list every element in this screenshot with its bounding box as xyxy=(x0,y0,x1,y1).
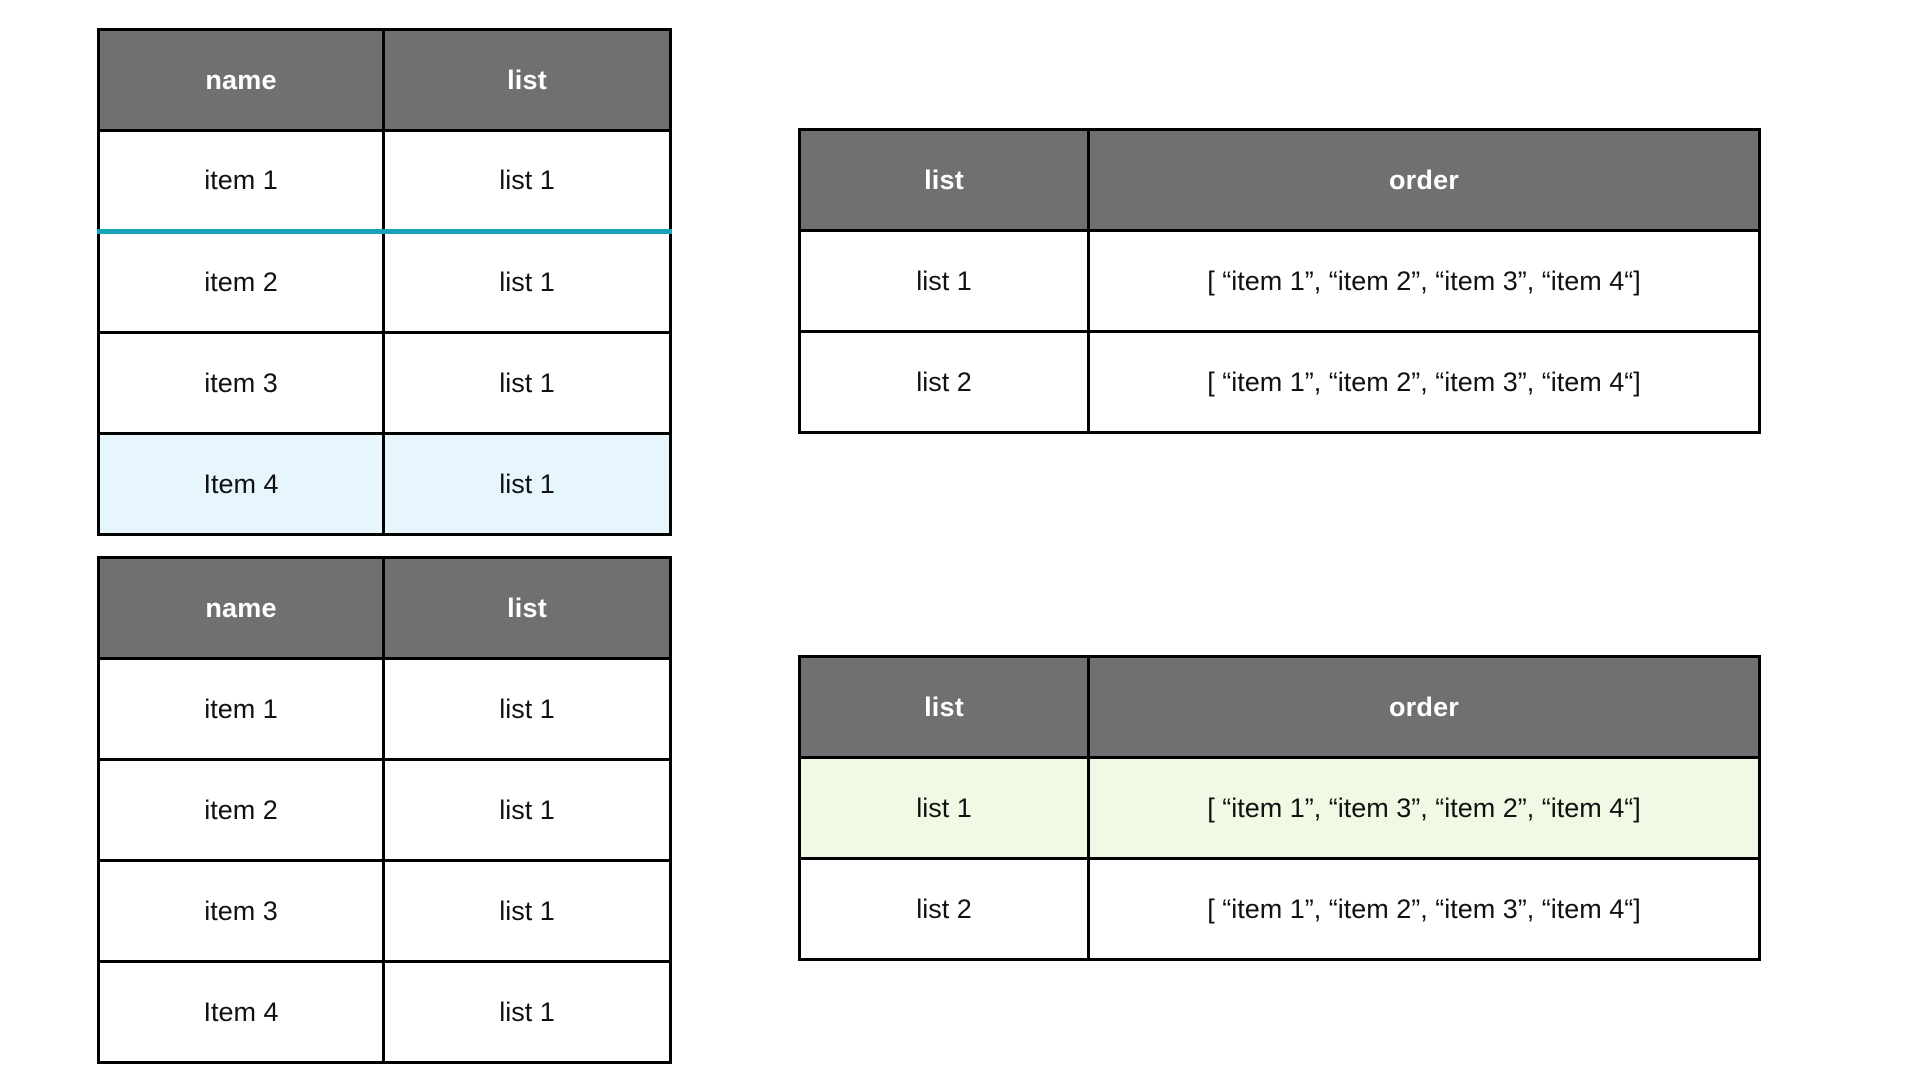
cell-list[interactable]: list 1 xyxy=(798,229,1090,333)
column-header-list[interactable]: list xyxy=(382,28,672,132)
cell-list[interactable]: list 1 xyxy=(382,230,672,334)
items-table-after: name list item 1 list 1 item 2 list 1 it… xyxy=(97,556,672,1064)
column-header-list[interactable]: list xyxy=(382,556,672,660)
column-header-order[interactable]: order xyxy=(1087,128,1761,232)
column-header-name[interactable]: name xyxy=(97,556,385,660)
cell-order[interactable]: [ “item 1”, “item 2”, “item 3”, “item 4“… xyxy=(1087,229,1761,333)
cell-name[interactable]: item 1 xyxy=(97,129,385,234)
cell-list[interactable]: list 1 xyxy=(798,756,1090,860)
cell-list[interactable]: list 1 xyxy=(382,432,672,536)
table-header-row: name list xyxy=(97,28,672,132)
cell-list[interactable]: list 2 xyxy=(798,857,1090,961)
cell-list[interactable]: list 1 xyxy=(382,859,672,963)
table-row[interactable]: list 2 [ “item 1”, “item 2”, “item 3”, “… xyxy=(798,857,1761,961)
cell-name[interactable]: item 1 xyxy=(97,657,385,761)
cell-name[interactable]: Item 4 xyxy=(97,432,385,536)
table-row[interactable]: item 2 list 1 xyxy=(97,230,672,334)
cell-name[interactable]: Item 4 xyxy=(97,960,385,1064)
table-header-row: name list xyxy=(97,556,672,660)
table-row[interactable]: list 1 [ “item 1”, “item 2”, “item 3”, “… xyxy=(798,229,1761,333)
cell-list[interactable]: list 1 xyxy=(382,758,672,862)
column-header-order[interactable]: order xyxy=(1087,655,1761,759)
cell-name[interactable]: item 2 xyxy=(97,758,385,862)
table-header-row: list order xyxy=(798,655,1761,759)
table-row-updated[interactable]: list 1 [ “item 1”, “item 3”, “item 2”, “… xyxy=(798,756,1761,860)
cell-list[interactable]: list 1 xyxy=(382,960,672,1064)
table-row[interactable]: list 2 [ “item 1”, “item 2”, “item 3”, “… xyxy=(798,330,1761,434)
table-row[interactable]: item 2 list 1 xyxy=(97,758,672,862)
cell-list[interactable]: list 1 xyxy=(382,657,672,761)
cell-order[interactable]: [ “item 1”, “item 3”, “item 2”, “item 4“… xyxy=(1087,756,1761,860)
table-row[interactable]: item 1 list 1 xyxy=(97,129,672,234)
order-table-before: list order list 1 [ “item 1”, “item 2”, … xyxy=(798,128,1761,434)
cell-list[interactable]: list 2 xyxy=(798,330,1090,434)
cell-list[interactable]: list 1 xyxy=(382,129,672,234)
table-row[interactable]: item 1 list 1 xyxy=(97,657,672,761)
table-row[interactable]: Item 4 list 1 xyxy=(97,960,672,1064)
cell-name[interactable]: item 2 xyxy=(97,230,385,334)
cell-list[interactable]: list 1 xyxy=(382,331,672,435)
table-row-selected[interactable]: Item 4 list 1 xyxy=(97,432,672,536)
order-table-after: list order list 1 [ “item 1”, “item 3”, … xyxy=(798,655,1761,961)
table-header-row: list order xyxy=(798,128,1761,232)
cell-name[interactable]: item 3 xyxy=(97,331,385,435)
column-header-name[interactable]: name xyxy=(97,28,385,132)
table-row[interactable]: item 3 list 1 xyxy=(97,331,672,435)
column-header-list[interactable]: list xyxy=(798,655,1090,759)
items-table-before: name list item 1 list 1 item 2 list 1 it… xyxy=(97,28,672,536)
cell-order[interactable]: [ “item 1”, “item 2”, “item 3”, “item 4“… xyxy=(1087,857,1761,961)
column-header-list[interactable]: list xyxy=(798,128,1090,232)
cell-order[interactable]: [ “item 1”, “item 2”, “item 3”, “item 4“… xyxy=(1087,330,1761,434)
cell-name[interactable]: item 3 xyxy=(97,859,385,963)
table-row[interactable]: item 3 list 1 xyxy=(97,859,672,963)
